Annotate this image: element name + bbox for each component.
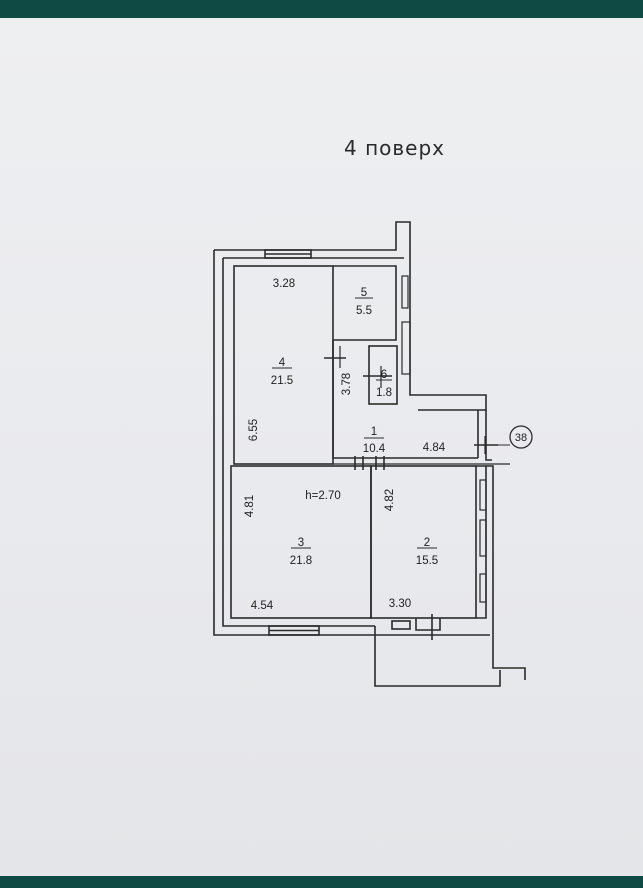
axis-marker-label: 38 <box>515 432 527 444</box>
room-6-area: 1.8 <box>376 387 392 399</box>
room-5-area: 5.5 <box>356 305 372 317</box>
floor-plan: 4 21.5 5 5.5 6 1.8 1 10.4 3 21.8 2 15.5 … <box>213 221 533 687</box>
floor-title: 4 поверх <box>344 136 446 160</box>
dim-room2-side: 4.82 <box>384 489 396 511</box>
ceiling-height-note: h=2.70 <box>305 490 341 502</box>
room-1-number: 1 <box>371 426 377 438</box>
dim-room1-width: 4.84 <box>423 442 446 454</box>
dim-room2-bottom: 3.30 <box>389 598 411 610</box>
room-3-area: 21.8 <box>290 555 312 567</box>
room-4-number: 4 <box>279 357 286 369</box>
room-4-area: 21.5 <box>271 375 293 387</box>
plan-sheet: ​ 4 поверх <box>0 18 643 876</box>
room-5-number: 5 <box>361 287 367 299</box>
dim-room4-top: 3.28 <box>273 278 295 290</box>
room-2-outline <box>370 465 477 619</box>
room-3-number: 3 <box>298 537 304 549</box>
dim-room3-side: 4.81 <box>244 495 256 517</box>
dim-room4-side: 6.55 <box>248 419 260 441</box>
dim-room3-bottom: 4.54 <box>251 600 274 612</box>
room-2-area: 15.5 <box>416 555 438 567</box>
dim-room5-6-side: 3.78 <box>341 373 353 395</box>
room-1-area: 10.4 <box>363 443 386 455</box>
room-6-number: 6 <box>381 369 387 381</box>
room-2-number: 2 <box>424 537 430 549</box>
room-6-outline <box>368 345 398 405</box>
